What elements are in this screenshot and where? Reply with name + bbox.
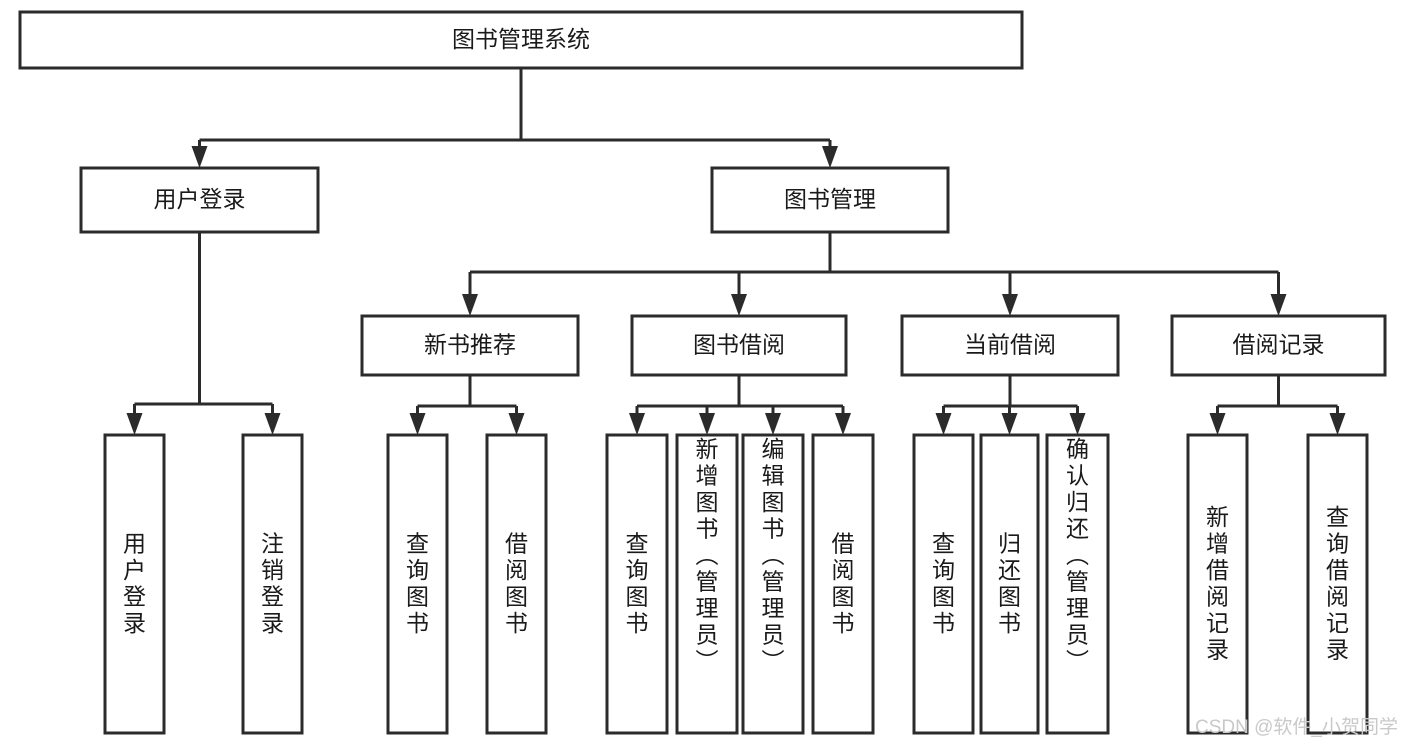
node-label: 确认归还︵管理员︶ (1066, 436, 1089, 674)
arrow-head-icon (191, 146, 208, 168)
arrow-head-icon (1270, 294, 1287, 316)
node-label: 查询图书 (406, 531, 429, 637)
node-leaf_bb_add[interactable]: 新增图书︵管理员︶ (675, 433, 739, 735)
nodes-layer: 图书管理系统用户登录图书管理新书推荐图书借阅当前借阅借阅记录用户登录注销登录查询… (18, 10, 1387, 735)
node-label: 用户登录 (123, 531, 146, 637)
node-new_book_rec[interactable]: 新书推荐 (360, 314, 580, 377)
node-box[interactable] (1306, 433, 1369, 735)
node-label: 查询图书 (932, 531, 955, 637)
node-book_borrow[interactable]: 图书借阅 (630, 314, 848, 377)
node-box[interactable] (979, 433, 1040, 735)
node-leaf_br_add[interactable]: 新增借阅记录 (1186, 433, 1249, 735)
arrow-head-icon (935, 413, 952, 435)
node-leaf_bb_borrow[interactable]: 借阅图书 (811, 433, 875, 735)
arrow-head-icon (1001, 413, 1018, 435)
node-leaf_bb_edit[interactable]: 编辑图书︵管理员︶ (741, 433, 805, 735)
arrow-head-icon (1209, 413, 1226, 435)
csdn-watermark: CSDN @软件_小贺同学 (1195, 716, 1398, 738)
node-label: 借阅图书 (505, 531, 528, 637)
node-leaf_cb_confirm[interactable]: 确认归还︵管理员︶ (1045, 433, 1110, 735)
node-box[interactable] (1186, 433, 1249, 735)
node-label: 查询借阅记录 (1326, 504, 1349, 663)
node-label: 当前借阅 (964, 332, 1056, 358)
edge-group-user_login (126, 232, 281, 435)
node-box[interactable] (675, 433, 739, 735)
arrow-head-icon (1329, 413, 1346, 435)
node-label: 图书管理 (784, 186, 876, 212)
node-box[interactable] (485, 433, 548, 735)
edges-layer (126, 68, 1346, 435)
arrow-head-icon (822, 146, 838, 168)
node-leaf_rec_query[interactable]: 查询图书 (386, 433, 449, 735)
node-label: 新增借阅记录 (1206, 504, 1229, 663)
node-leaf_user_logout[interactable]: 注销登录 (241, 433, 304, 735)
node-box[interactable] (605, 433, 669, 735)
edge-group-book_manage (462, 232, 1287, 316)
node-box[interactable] (18, 10, 1024, 70)
arrow-head-icon (508, 413, 525, 435)
node-box[interactable] (900, 314, 1120, 377)
edge-group-borrow_record (1209, 375, 1346, 435)
node-box[interactable] (79, 166, 320, 234)
edge-group-new_book_rec (409, 375, 525, 435)
node-leaf_cb_query[interactable]: 查询图书 (912, 433, 975, 735)
node-box[interactable] (360, 314, 580, 377)
arrow-head-icon (264, 413, 281, 435)
arrow-head-icon (699, 413, 715, 435)
node-current_borrow[interactable]: 当前借阅 (900, 314, 1120, 377)
node-book_manage[interactable]: 图书管理 (710, 166, 950, 234)
node-leaf_bb_query[interactable]: 查询图书 (605, 433, 669, 735)
edge-group-book_borrow (629, 375, 851, 435)
node-box[interactable] (710, 166, 950, 234)
node-label: 图书借阅 (693, 332, 785, 358)
node-user_login[interactable]: 用户登录 (79, 166, 320, 234)
arrow-head-icon (835, 413, 851, 435)
arrow-head-icon (1069, 413, 1086, 435)
node-box[interactable] (1170, 314, 1387, 377)
node-leaf_cb_return[interactable]: 归还图书 (979, 433, 1040, 735)
arrow-head-icon (765, 413, 781, 435)
node-leaf_user_login[interactable]: 用户登录 (103, 433, 166, 735)
node-label: 注销登录 (261, 531, 284, 637)
arrow-head-icon (1002, 294, 1018, 316)
node-box[interactable] (630, 314, 848, 377)
node-label: 用户登录 (154, 186, 246, 212)
node-box[interactable] (811, 433, 875, 735)
node-root[interactable]: 图书管理系统 (18, 10, 1024, 70)
node-box[interactable] (1045, 433, 1110, 735)
node-leaf_rec_borrow[interactable]: 借阅图书 (485, 433, 548, 735)
arrow-head-icon (731, 294, 747, 316)
edge-group-root (191, 68, 838, 168)
node-label: 图书管理系统 (452, 26, 590, 52)
node-leaf_br_query[interactable]: 查询借阅记录 (1306, 433, 1369, 735)
node-box[interactable] (912, 433, 975, 735)
node-box[interactable] (241, 433, 304, 735)
node-label: 新书推荐 (424, 332, 516, 358)
node-label: 归还图书 (998, 531, 1021, 637)
node-label: 借阅图书 (832, 531, 855, 637)
arrow-head-icon (409, 413, 426, 435)
arrow-head-icon (126, 413, 143, 435)
arrow-head-icon (629, 413, 645, 435)
node-label: 查询图书 (626, 531, 649, 637)
arrow-head-icon (462, 294, 478, 316)
node-box[interactable] (103, 433, 166, 735)
node-borrow_record[interactable]: 借阅记录 (1170, 314, 1387, 377)
edge-group-current_borrow (935, 375, 1086, 435)
node-box[interactable] (386, 433, 449, 735)
node-label: 新增图书︵管理员︶ (696, 436, 719, 674)
node-box[interactable] (741, 433, 805, 735)
node-label: 借阅记录 (1233, 332, 1325, 358)
node-label: 编辑图书︵管理员︶ (762, 436, 785, 674)
